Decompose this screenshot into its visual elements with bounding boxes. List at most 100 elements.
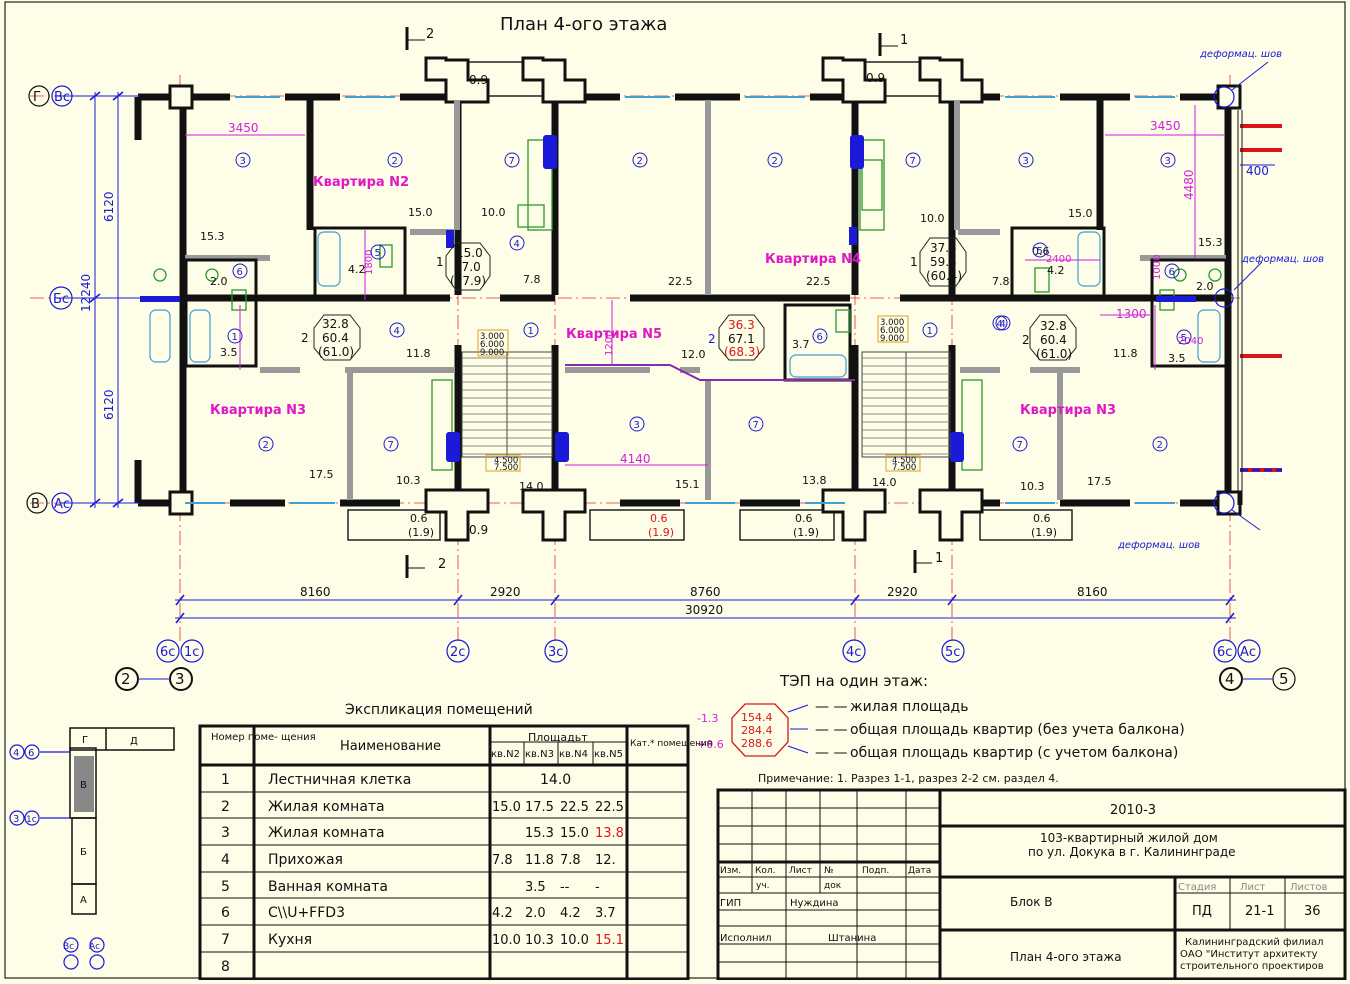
dimension-chains xyxy=(60,92,1275,619)
svg-text:0.6: 0.6 xyxy=(650,512,668,525)
room-number-circle xyxy=(509,235,525,251)
svg-text:4.500: 4.500 xyxy=(494,456,518,466)
svg-text:Квартира N3: Квартира N3 xyxy=(210,403,306,418)
svg-text:4: 4 xyxy=(1225,670,1235,688)
room-number: 7 xyxy=(910,156,916,167)
inner-dimension-labels: 3450 3450 4480 400 4140 1300 1200 1800 2… xyxy=(228,71,1269,537)
svg-text:3: 3 xyxy=(175,670,185,688)
svg-text:Квартира N5: Квартира N5 xyxy=(566,327,662,342)
room-number: 1 xyxy=(927,326,933,337)
svg-text:кв.N3: кв.N3 xyxy=(525,749,554,760)
row-area-kv2: 10.0 xyxy=(492,933,521,948)
row-area-kv4: 7.8 xyxy=(560,853,581,868)
svg-text:ПД: ПД xyxy=(1192,904,1212,919)
svg-text:17.5: 17.5 xyxy=(1087,475,1112,488)
row-number: 6 xyxy=(221,905,230,921)
row-area-kv2: 4.2 xyxy=(492,906,513,921)
svg-text:+0.6: +0.6 xyxy=(697,738,724,751)
row-area-kv3: 17.5 xyxy=(525,800,554,815)
room-number-circle xyxy=(370,244,386,260)
svg-text:8760: 8760 xyxy=(690,585,721,599)
svg-text:4.2: 4.2 xyxy=(1047,264,1065,277)
stair-treads xyxy=(462,357,950,455)
svg-text:общая площадь квартир (с учето: общая площадь квартир (с учетом балкона) xyxy=(850,745,1178,761)
room-number: 2 xyxy=(263,440,269,451)
room-number: 3 xyxy=(240,156,246,167)
svg-text:кв.N2: кв.N2 xyxy=(491,749,520,760)
room-number: 2 xyxy=(772,156,778,167)
svg-text:Кат.* помещения: Кат.* помещения xyxy=(630,739,712,749)
title-block xyxy=(716,788,1347,982)
svg-text:Стадия: Стадия xyxy=(1178,882,1216,893)
svg-text:0.6: 0.6 xyxy=(410,512,428,525)
room-number: 7 xyxy=(509,156,515,167)
svg-text:22.5: 22.5 xyxy=(806,275,831,288)
svg-text:Бс: Бс xyxy=(53,292,69,307)
svg-text:288.6: 288.6 xyxy=(741,737,773,750)
svg-text:400: 400 xyxy=(1246,164,1269,178)
svg-text:10.0: 10.0 xyxy=(920,212,945,225)
svg-text:10.0: 10.0 xyxy=(481,206,506,219)
room-number: 6 xyxy=(237,267,243,278)
key-plan xyxy=(69,727,175,915)
tep-title: ТЭП на один этаж: xyxy=(779,672,928,690)
row-area-kv4: -- xyxy=(560,880,570,895)
room-number-circle xyxy=(1012,436,1028,452)
svg-text:2: 2 xyxy=(121,670,131,688)
stamp-code: 2010-3 xyxy=(1110,803,1156,818)
svg-text:— —: — — xyxy=(815,745,847,761)
svg-text:(1.9): (1.9) xyxy=(793,526,819,539)
svg-text:0.9: 0.9 xyxy=(469,523,488,537)
room-number-circle xyxy=(992,315,1008,331)
svg-text:36: 36 xyxy=(1304,904,1321,919)
svg-text:7.500: 7.500 xyxy=(494,463,518,473)
svg-text:9.000: 9.000 xyxy=(880,334,904,344)
svg-text:0.9: 0.9 xyxy=(469,73,488,87)
room-areas: 15.3 15.0 10.0 2.0 4.2 7.8 3.5 11.8 17.5… xyxy=(200,206,1223,539)
svg-text:Ас: Ас xyxy=(89,942,100,952)
svg-text:Ас: Ас xyxy=(54,497,70,512)
room-number-circle xyxy=(383,436,399,452)
row-name: C\\U+FFD3 xyxy=(268,905,345,921)
row-area-kv4: 15.0 xyxy=(560,826,589,841)
svg-text:— —: — — xyxy=(815,699,847,715)
svg-text:2: 2 xyxy=(708,332,716,346)
svg-text:6с: 6с xyxy=(1217,645,1232,660)
tep-block: ТЭП на один этаж: 154.4 284.4 288.6 -1.3… xyxy=(697,672,1185,785)
svg-text:В: В xyxy=(80,780,87,791)
row-area-kv5: 15.1 xyxy=(595,933,624,948)
room-number-circle xyxy=(1018,152,1034,168)
room-number: 4 xyxy=(997,319,1003,330)
svg-text:Квартира N3: Квартира N3 xyxy=(1020,403,1116,418)
svg-text:15.3: 15.3 xyxy=(200,230,225,243)
row-name: Прихожая xyxy=(268,852,343,868)
svg-text:1800: 1800 xyxy=(364,250,375,275)
svg-text:Нуждина: Нуждина xyxy=(790,898,839,909)
svg-text:2400: 2400 xyxy=(1046,254,1071,265)
svg-text:1: 1 xyxy=(900,33,908,48)
svg-text:1200: 1200 xyxy=(604,331,615,356)
svg-text:Блок В: Блок В xyxy=(1010,895,1053,909)
room-number-circle xyxy=(235,152,251,168)
svg-text:Квартира N4: Квартира N4 xyxy=(765,252,861,267)
svg-text:32.8: 32.8 xyxy=(322,317,349,331)
key-plan-axes xyxy=(9,744,105,970)
fixtures-green xyxy=(153,139,1222,471)
svg-text:10.3: 10.3 xyxy=(1020,480,1045,493)
room-number-circle xyxy=(748,416,764,432)
svg-text:14.0: 14.0 xyxy=(519,480,544,493)
row-number: 3 xyxy=(221,825,230,841)
svg-text:6120: 6120 xyxy=(102,389,116,420)
svg-text:3.000: 3.000 xyxy=(880,318,904,328)
svg-text:А: А xyxy=(80,895,87,906)
svg-text:0.9: 0.9 xyxy=(866,71,885,85)
row-area-kv4: 10.0 xyxy=(560,933,589,948)
level-boxes xyxy=(477,315,921,472)
svg-text:1с: 1с xyxy=(184,645,199,660)
svg-text:284.4: 284.4 xyxy=(741,724,773,737)
svg-text:12.0: 12.0 xyxy=(681,348,706,361)
explication-table xyxy=(198,724,690,982)
svg-text:3: 3 xyxy=(13,814,19,825)
dimension-ticks xyxy=(89,91,1235,624)
